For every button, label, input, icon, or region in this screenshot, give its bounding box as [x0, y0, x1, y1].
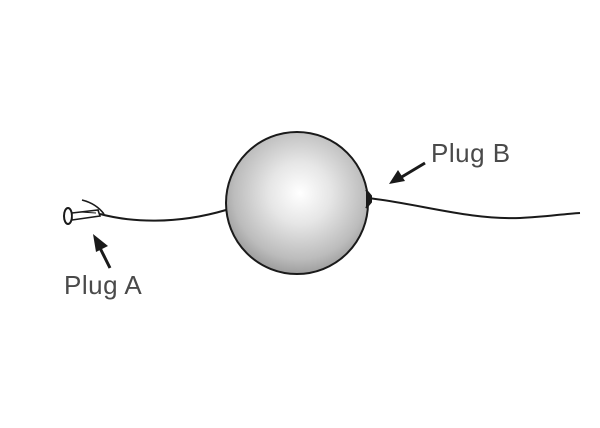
- plug-b-label: Plug B: [431, 138, 511, 168]
- wire-right: [367, 197, 581, 220]
- arrow-icon: [93, 234, 112, 269]
- arrow-icon: [389, 161, 426, 184]
- plug-icon: [63, 199, 105, 225]
- wire-left: [99, 209, 227, 222]
- plug-b-connector: [365, 189, 372, 209]
- plug-a-label: Plug A: [64, 270, 143, 300]
- sphere: [225, 131, 369, 275]
